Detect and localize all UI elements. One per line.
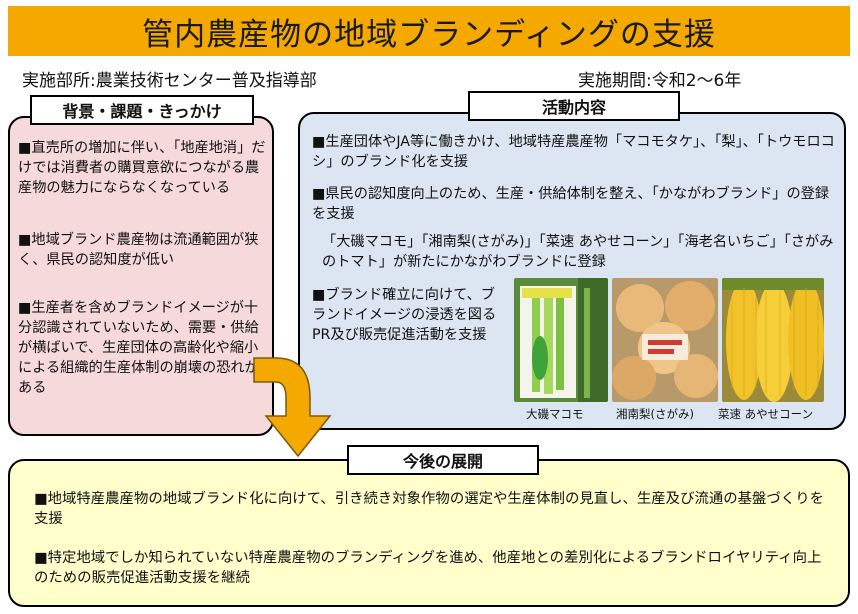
future-label: 今後の展開: [347, 445, 539, 475]
photo-caption-makomo: 大磯マコモ: [526, 407, 584, 421]
activity-label: 活動内容: [468, 91, 680, 121]
department-text: 実施部所:農業技術センター普及指導部: [22, 71, 317, 91]
background-panel: [8, 116, 274, 436]
photo-caption-pear: 湘南梨(さがみ): [616, 407, 694, 421]
pear-photo: [612, 278, 718, 402]
activity-item-3: 「大磯マコモ」「湘南梨(さがみ)」「菜速 あやせコーン」「海老名いちご」「さがみ…: [322, 234, 834, 270]
activity-item-2: ■県民の認知度向上のため、生産・供給体制を整え、「かながわブランド」の登録を支援: [312, 186, 830, 222]
background-item-3: ■生産者を含めブランドイメージが十分認識されていないため、需要・供給が横ばいで、…: [18, 300, 259, 396]
page-title: 管内農産物の地域ブランディングの支援: [142, 16, 716, 53]
photo-caption-corn: 菜速 あやせコーン: [718, 407, 814, 421]
future-item-2: ■特定地域でしか知られていない特産農産物のブランディングを進め、他産地との差別化…: [34, 550, 822, 586]
period-text: 実施期間:令和2〜6年: [578, 71, 742, 91]
background-item-2: ■地域ブランド農産物は流通範囲が狭く、県民の認知度が低い: [18, 232, 259, 268]
curved-arrow-icon: [253, 357, 332, 458]
corn-photo: [722, 278, 824, 402]
activity-item-4: ■ブランド確立に向けて、ブランドイメージの浸透を図るPR及び販売促進活動を支援: [312, 287, 497, 343]
background-item-1: ■直売所の増加に伴い、「地産地消」だけでは消費者の購買意欲につながる農産物の魅力…: [18, 140, 266, 196]
title-bar: 管内農産物の地域ブランディングの支援: [8, 6, 850, 56]
makomo-photo: [514, 278, 608, 402]
future-item-1: ■地域特産農産物の地域ブランド化に向けて、引き続き対象作物の選定や生産体制の見直…: [34, 491, 824, 527]
activity-item-1: ■生産団体やJA等に働きかけ、地域特産農産物「マコモタケ」、「梨」、「トウモロコ…: [312, 134, 835, 170]
background-label: 背景・課題・きっかけ: [30, 95, 254, 125]
